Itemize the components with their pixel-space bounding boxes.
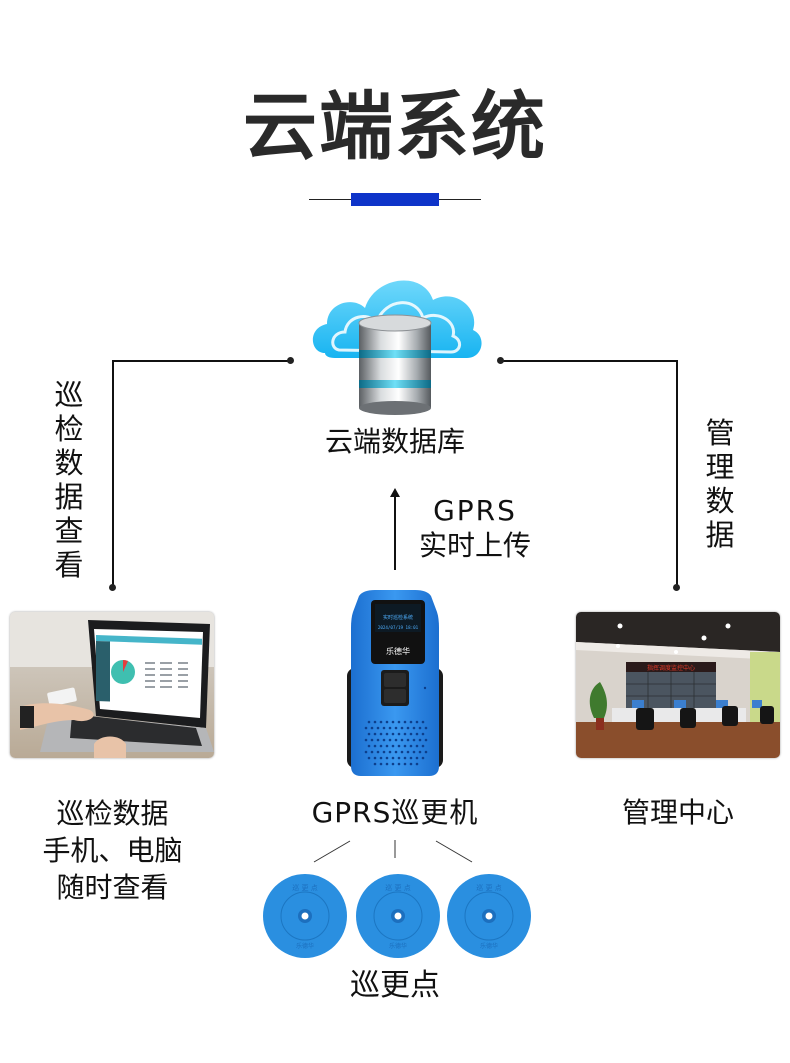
- left-connector-dot-bottom: [109, 584, 116, 591]
- control-center-label: 管理中心: [621, 796, 734, 829]
- laptop-photo: [10, 612, 214, 758]
- checkpoint-label: 巡更点: [350, 968, 440, 1003]
- right-connector-horizontal: [500, 360, 678, 362]
- laptop-label-line1: 巡检数据: [56, 797, 169, 830]
- svg-text:乐德华: 乐德华: [480, 942, 498, 950]
- left-connector-vertical: [112, 360, 114, 588]
- svg-text:巡 更 点: 巡 更 点: [292, 883, 317, 892]
- right-connector-dot-bottom: [673, 584, 680, 591]
- svg-text:巡 更 点: 巡 更 点: [476, 883, 501, 892]
- laptop-label-line3: 随时查看: [56, 871, 169, 904]
- control-room-banner: 指挥调度监控中心: [647, 664, 695, 672]
- database-cylinder: [358, 314, 432, 415]
- right-connector-vertical: [676, 360, 678, 588]
- svg-text:乐德华: 乐德华: [296, 942, 314, 950]
- title-accent-bar: [351, 193, 439, 206]
- svg-text:乐德华: 乐德华: [389, 942, 407, 950]
- device-label: GPRS巡更机: [311, 796, 479, 829]
- checkpoint-tag-3: 巡 更 点 乐德华: [447, 874, 531, 958]
- laptop-panel-label: 巡检数据 手机、电脑 随时查看: [10, 795, 215, 906]
- checkpoint-connectors: [300, 836, 490, 866]
- cloud-database-icon: [305, 258, 485, 418]
- checkpoint-tag-1: 巡 更 点 乐德华: [263, 874, 347, 958]
- upload-label-line1: GPRS: [433, 494, 517, 527]
- right-connector-dot-top: [497, 357, 504, 364]
- left-connector-horizontal: [112, 360, 290, 362]
- cloud-database-label: 云端数据库: [324, 425, 465, 458]
- device-screen-datetime: 2024/07/19 18:01: [378, 625, 419, 630]
- laptop-label-line2: 手机、电脑: [42, 834, 183, 867]
- device-screen-title: 实时巡检系统: [383, 614, 413, 621]
- speaker-grille: [364, 720, 428, 766]
- gprs-patrol-device: 实时巡检系统 2024/07/19 18:01 乐德华: [345, 588, 445, 780]
- left-connector-label: 巡 检 数 据 查 看: [54, 378, 84, 582]
- arrow-up-icon: [388, 488, 402, 570]
- svg-text:巡 更 点: 巡 更 点: [385, 883, 410, 892]
- page-title: 云端系统: [243, 84, 547, 170]
- control-room-photo: 指挥调度监控中心: [576, 612, 780, 758]
- checkpoint-tag-2: 巡 更 点 乐德华: [356, 874, 440, 958]
- device-brand: 乐德华: [386, 646, 410, 656]
- left-connector-dot-top: [287, 357, 294, 364]
- upload-label-line2: 实时上传: [418, 529, 531, 562]
- right-connector-label: 管 理 数 据: [705, 416, 735, 552]
- checkpoint-tags: 巡 更 点 乐德华 巡 更 点 乐德华 巡 更 点 乐德华: [263, 872, 533, 962]
